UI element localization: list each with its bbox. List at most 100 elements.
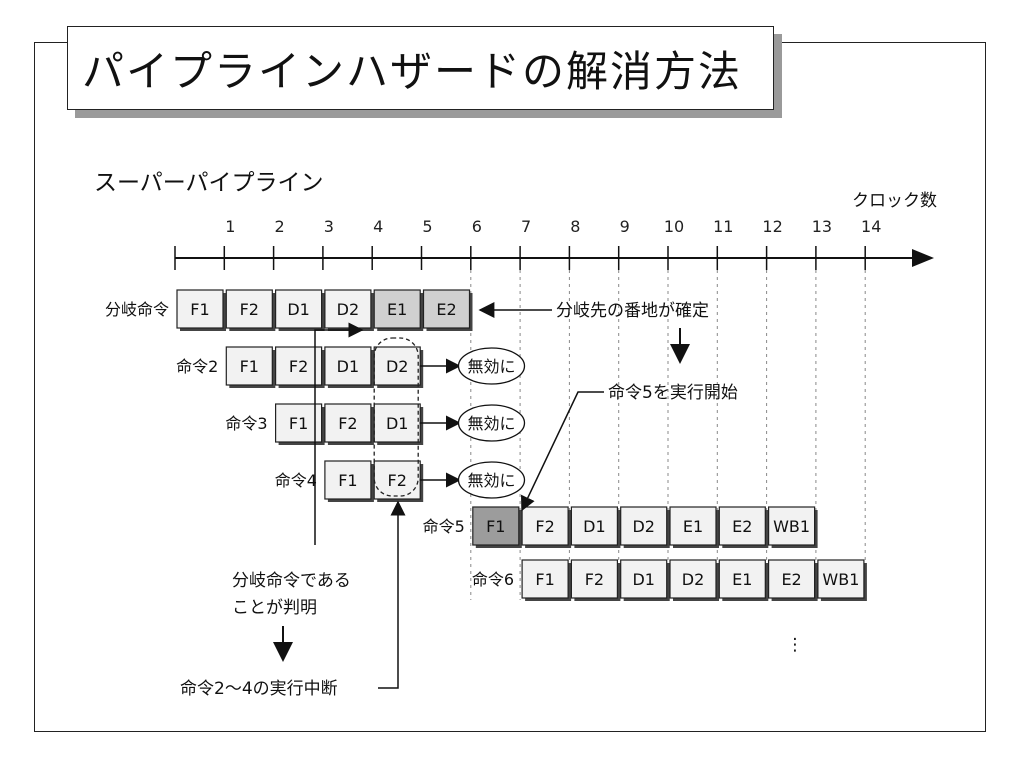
tick-label: 7 [521,217,531,236]
stage-label: D1 [337,357,360,376]
abort-dashed-box [373,337,419,497]
stage-label: F1 [190,300,209,319]
row-label: 命令5 [423,517,465,536]
is-branch-note-line2: ことが判明 [232,598,317,618]
stage-cell [718,559,766,599]
row-label: 命令4 [275,471,317,490]
stage-label: D2 [337,300,360,319]
stage-cell [767,506,816,546]
stage-cell [817,559,865,599]
row-label: 命令6 [472,570,514,589]
stage-cell [373,403,421,443]
tick-label: 10 [664,217,684,236]
invalidate-label: 無効に [467,414,515,433]
stage-cell [669,506,717,546]
invalidate-ellipse [457,404,526,442]
stage-cell [767,559,816,599]
tick-label: 13 [812,217,832,236]
stage-cell [275,403,323,443]
stage-cell [275,346,323,386]
tick-label: 2 [275,217,285,236]
pipeline-row: 命令5 F1 F2 D1 D2 E1 E2 WB1 [423,506,818,548]
row-label: 命令2 [176,357,218,376]
stage-label: D1 [632,570,655,589]
stage-cell [324,403,372,443]
stage-label: D2 [386,357,409,376]
timeline-arrowhead [912,249,934,267]
stage-label: F1 [338,471,357,490]
annotations: 無効に無効に無効に分岐先の番地が確定命令5を実行開始分岐命令であることが判明命令… [180,301,804,699]
stage-label: F1 [240,357,259,376]
tick-label: 8 [570,217,580,236]
stage-label: D1 [583,517,606,536]
invalidate-ellipse [457,347,526,385]
stage-label: F2 [535,517,554,536]
stage-label: F2 [240,300,259,319]
stage-label: E1 [732,570,752,589]
stage-cell [176,289,224,329]
stage-cell [620,559,668,599]
branch-target-note: 分岐先の番地が確定 [556,301,709,321]
pipeline-row: 命令4 F1 F2 [275,460,424,502]
stage-label: F2 [585,570,604,589]
abort-arrow [378,500,406,689]
tick-label: 9 [620,217,630,236]
stage-cell [225,289,273,329]
stage-cell [521,506,569,546]
stage-label: F2 [289,357,308,376]
is-branch-arrow [314,322,364,545]
stage-label: F2 [338,414,357,433]
stage-cell [472,506,520,546]
stage-cell [324,346,372,386]
tick-label: 11 [713,217,733,236]
pipeline-row: 命令3 F1 F2 D1 [225,403,424,445]
stage-label: WB1 [773,517,810,536]
stage-cell [324,460,372,500]
stage-cell [324,289,372,329]
stage-cell [620,506,668,546]
tick-label: 6 [472,217,482,236]
stage-label: E1 [683,517,703,536]
invalidate-ellipse [457,461,526,499]
continuation-dots: ⋮ [787,635,804,655]
clock-axis-label: クロック数 [852,191,937,211]
row-label: 命令3 [225,414,267,433]
stage-cell [570,559,619,599]
stage-label: E2 [781,570,801,589]
tick-label: 12 [762,217,782,236]
stage-label: WB1 [822,570,859,589]
stage-cell [718,506,766,546]
stage-cell [225,346,273,386]
is-branch-note-line1: 分岐命令である [232,571,351,591]
abort-note: 命令2〜4の実行中断 [180,679,338,699]
start-instr5-note: 命令5を実行開始 [608,383,738,403]
stage-label: E2 [436,300,456,319]
stage-label: F1 [486,517,505,536]
stage-label: D2 [682,570,705,589]
tick-label: 1 [225,217,235,236]
stage-label: F1 [289,414,308,433]
pipeline-row: 命令2 F1 F2 D1 D2 [176,346,424,388]
stage-cell [422,289,471,329]
stage-label: F2 [388,471,407,490]
row-label: 分岐命令 [105,300,169,319]
diagram-subtitle: スーパーパイプライン [94,170,324,196]
stage-cell [275,289,323,329]
tick-label: 5 [422,217,432,236]
tick-label: 14 [861,217,881,236]
invalidate-label: 無効に [467,357,515,376]
stage-label: D2 [632,517,655,536]
stage-label: D1 [386,414,409,433]
start-instr5-arrow [521,391,604,512]
stage-label: E1 [387,300,407,319]
stage-label: E2 [732,517,752,536]
stage-cell [373,346,421,386]
stage-cell [373,289,421,329]
slide-title: パイプラインハザードの解消方法 [67,26,774,110]
tick-label: 3 [324,217,334,236]
stage-label: F1 [535,570,554,589]
